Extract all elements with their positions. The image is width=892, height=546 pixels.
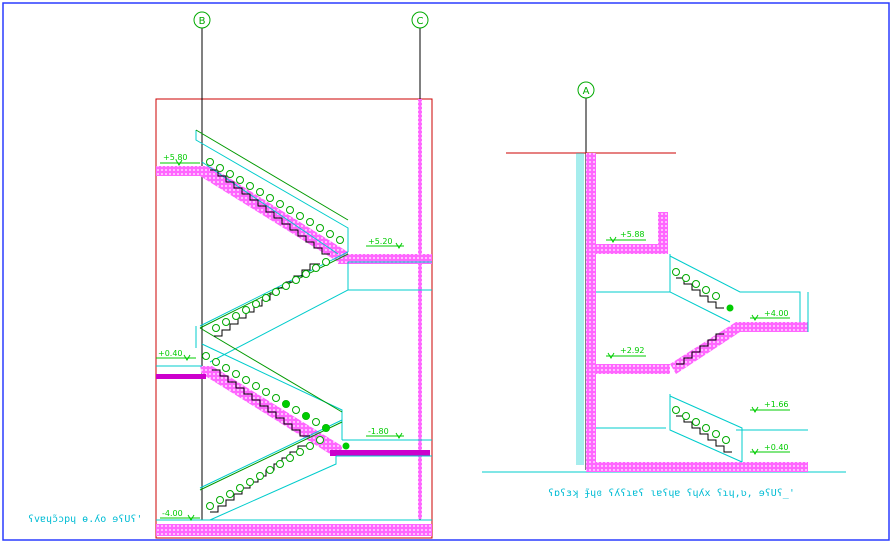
grid-label-c: C bbox=[417, 16, 424, 27]
level-label: -4.00 bbox=[162, 509, 183, 518]
parapet bbox=[658, 212, 668, 244]
level-label: -1.80 bbox=[368, 427, 389, 436]
level-label: +5.20 bbox=[368, 237, 393, 246]
grid-bubble-a bbox=[577, 81, 595, 99]
grid-label-a: A bbox=[583, 86, 590, 97]
flight-slab bbox=[670, 322, 808, 374]
left-section-outline bbox=[155, 98, 433, 539]
level-label: +1.66 bbox=[764, 400, 789, 409]
slab-ground bbox=[156, 524, 432, 536]
slab-ground-right bbox=[586, 462, 808, 472]
right-wall bbox=[418, 99, 422, 519]
grid-label-b: B bbox=[199, 16, 206, 27]
level-label: +5.80 bbox=[163, 153, 188, 162]
level-label: +0.40 bbox=[158, 349, 183, 358]
slab-0.40 bbox=[156, 374, 206, 379]
inner-wall bbox=[586, 153, 596, 465]
grid-bubble-b bbox=[193, 11, 211, 29]
left-section-caption: ʕvɐɥɔ̃ɔpɥ ɵ.ʎo ɘʕUʕ' bbox=[28, 513, 142, 525]
left-stair-section: +5.80 +5.20 +0.40 -1.80 -4.00 B C ʕvɐɥɔ̃… bbox=[28, 11, 433, 539]
slab-2.92 bbox=[586, 364, 670, 374]
slab-top bbox=[156, 166, 206, 176]
grid-bubble-c bbox=[411, 11, 429, 29]
slab-minus-1.80 bbox=[330, 450, 430, 456]
right-stair-section: A bbox=[482, 81, 846, 499]
slab-5.88 bbox=[586, 244, 668, 254]
slab-5.20 bbox=[338, 254, 432, 264]
outer-wall bbox=[576, 153, 584, 465]
flight-1-slab bbox=[196, 166, 348, 262]
level-label: +0.40 bbox=[764, 443, 789, 452]
level-label: +2.92 bbox=[620, 346, 645, 355]
level-label: +5.88 bbox=[620, 230, 645, 239]
right-section-caption: ʕɒʕɜʞ ɟ̃ɥɞ ʕʎʕɿɐʕ ɩɐʕɥɐ ʕɥʎx ʕɿɥ,ʋ, ɘʕUʕ… bbox=[548, 487, 795, 499]
step-marker bbox=[726, 304, 734, 312]
level-label: +4.00 bbox=[764, 309, 789, 318]
